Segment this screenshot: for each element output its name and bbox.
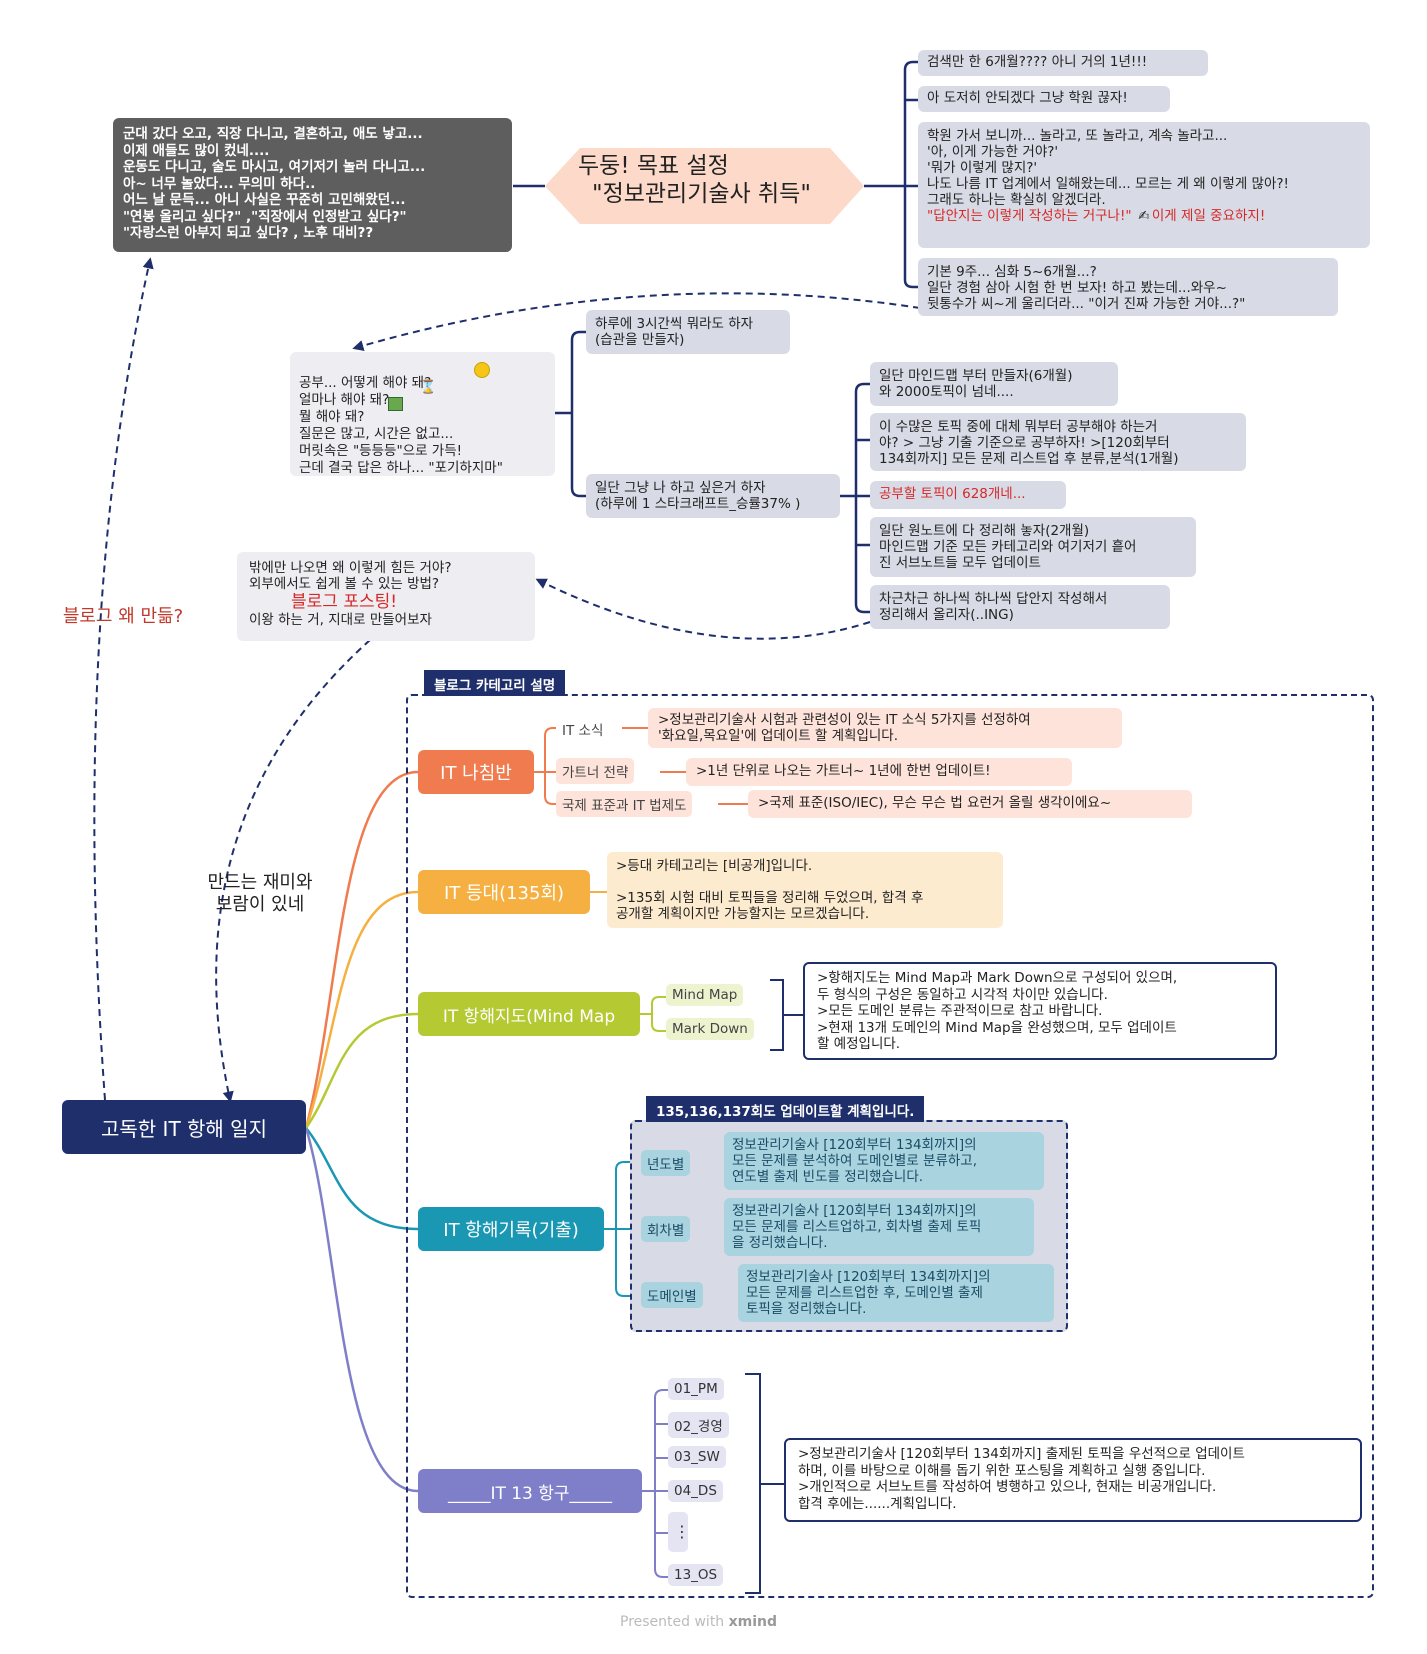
log-item-round[interactable]: 회차별 — [641, 1216, 691, 1242]
footer-prefix: Presented with — [620, 1614, 729, 1630]
search-note-2[interactable]: 아 도저히 안되겠다 그냥 학원 끊자! — [918, 86, 1170, 112]
news-item-standards[interactable]: 국제 표준과 IT 법제도 — [556, 791, 693, 817]
step-answer-sheet[interactable]: 차근차근 하나씩 하나씩 답안지 작성해서 정리해서 올리자(..ING) — [870, 585, 1170, 629]
news-item-gartner[interactable]: 가트너 전략 — [556, 758, 635, 784]
lamp-desc[interactable]: >등대 카테고리는 [비공개]입니다. >135회 시험 대비 토픽들을 정리해… — [607, 852, 1003, 928]
goal-line-1: 두둥! 목표 설정 — [578, 153, 729, 179]
port-item-03[interactable]: 03_SW — [668, 1446, 726, 1468]
blog-reason-text-top: 밖에만 나오면 왜 이렇게 힘든 거야? 외부에서도 쉽게 볼 수 있는 방법? — [249, 560, 452, 592]
why-blog-label: 블로그 왜 만듦? — [62, 606, 184, 627]
port-item-04[interactable]: 04_DS — [668, 1480, 723, 1502]
branch-log[interactable]: IT 항해기록(기출) — [418, 1207, 604, 1251]
port-item-01[interactable]: 01_PM — [668, 1378, 724, 1400]
category-frame — [406, 694, 1374, 1598]
log-desc-year[interactable]: 정보관리기술사 [120회부터 134회까지]의 모든 문제를 분석하여 도메인… — [724, 1132, 1044, 1190]
search-note-3-text: 학원 가서 보니까... 놀라고, 또 놀라고, 계속 놀라고... '아, 이… — [927, 128, 1289, 208]
chart-item-mind-map[interactable]: Mind Map — [666, 984, 744, 1006]
news-desc-gartner[interactable]: >1년 단위로 나오는 가트너~ 1년에 한번 업데이트! — [686, 758, 1072, 786]
fun-label: 만드는 재미와 보람이 있네 — [207, 872, 313, 915]
study-question-text: 공부... 어떻게 해야 돼? 얼마나 해야 돼? 뭘 해야 돼? 질문은 많고… — [299, 375, 503, 476]
port-item-13[interactable]: 13_OS — [668, 1564, 724, 1586]
root-node[interactable]: 고독한 IT 항해 일지 — [62, 1100, 306, 1154]
branch-news[interactable]: IT 나침반 — [418, 750, 534, 794]
log-item-domain[interactable]: 도메인별 — [641, 1282, 703, 1308]
footer: Presented with xmind — [620, 1614, 777, 1630]
study-question-box[interactable]: 공부... 어떻게 해야 돼? 얼마나 해야 돼? 뭘 해야 돼? 질문은 많고… — [290, 352, 555, 476]
blog-reason-box[interactable]: 밖에만 나오면 왜 이렇게 힘든 거야? 외부에서도 쉽게 볼 수 있는 방법?… — [237, 552, 535, 641]
books-icon — [388, 397, 403, 411]
background-story-box[interactable]: 군대 갔다 오고, 직장 다니고, 결혼하고, 애도 낳고... 이제 애들도 … — [113, 118, 512, 252]
goal-title[interactable]: 두둥! 목표 설정 "정보관리기술사 취득" — [578, 152, 848, 218]
port-desc[interactable]: >정보관리기술사 [120회부터 134회까지] 출제된 토픽을 우선적으로 업… — [784, 1438, 1362, 1522]
most-important-text: 이게 제일 중요하지! — [1151, 208, 1266, 224]
log-item-year[interactable]: 년도별 — [641, 1150, 691, 1176]
search-note-1[interactable]: 검색만 한 6개월???? 아니 거의 1년!!! — [918, 50, 1208, 76]
news-desc-it-news[interactable]: >정보관리기술사 시험과 관련성이 있는 IT 소식 5가지를 선정하여 '화요… — [648, 708, 1122, 748]
answer-sheet-quote: "답안지는 이렇게 작성하는 거구나!" — [927, 208, 1132, 224]
step-onenote[interactable]: 일단 원노트에 다 정리해 놓자(2개월) 마인드맵 기준 모든 카테고리와 여… — [870, 517, 1196, 577]
news-desc-standards[interactable]: >국제 표준(ISO/IEC), 무슨 무슨 법 요런거 올릴 생각이에요~ — [748, 790, 1192, 818]
footer-brand: xmind — [728, 1614, 778, 1630]
port-item-ellipsis[interactable]: ⋮ — [668, 1512, 690, 1552]
port-item-02[interactable]: 02_경영 — [668, 1412, 729, 1438]
search-note-3-highlight: "답안지는 이렇게 작성하는 거구나!" ✍이게 제일 중요하지! — [927, 208, 1361, 224]
step-628-topics-text: 공부할 토픽이 628개네... — [879, 486, 1026, 502]
hourglass-icon: ⌛ — [420, 380, 437, 395]
chart-desc[interactable]: >항해지도는 Mind Map과 Mark Down으로 구성되어 있으며, 두… — [803, 962, 1277, 1060]
chart-item-mark-down[interactable]: Mark Down — [666, 1018, 754, 1040]
branch-chart[interactable]: IT 항해지도(Mind Map — [418, 992, 640, 1036]
category-tag: 블로그 카테고리 설명 — [424, 670, 566, 696]
search-note-3[interactable]: 학원 가서 보니까... 놀라고, 또 놀라고, 계속 놀라고... '아, 이… — [918, 122, 1370, 248]
news-item-it-news[interactable]: IT 소식 — [562, 723, 604, 739]
thinking-face-icon — [474, 362, 490, 378]
log-desc-domain[interactable]: 정보관리기술사 [120회부터 134회까지]의 모든 문제를 리스트업한 후,… — [738, 1264, 1054, 1322]
just-do-box[interactable]: 일단 그냥 나 하고 싶은거 하자 (하루에 1 스타크래프트_승률37% ) — [586, 474, 840, 518]
step-628-topics[interactable]: 공부할 토픽이 628개네... — [870, 481, 1066, 509]
branch-port[interactable]: _____IT 13 항구_____ — [418, 1469, 642, 1513]
branch-lamp[interactable]: IT 등대(135회) — [418, 870, 590, 914]
search-note-4[interactable]: 기본 9주... 심화 5~6개월...? 일단 경험 삼아 시험 한 번 보자… — [918, 258, 1338, 316]
blog-posting-highlight: 블로그 포스팅! — [291, 592, 398, 612]
writing-hand-icon: ✍ — [1138, 208, 1150, 224]
goal-line-2: "정보관리기술사 취득" — [592, 181, 811, 207]
log-tag: 135,136,137회도 업데이트할 계획입니다. — [646, 1096, 925, 1122]
log-desc-round[interactable]: 정보관리기술사 [120회부터 134회까지]의 모든 문제를 리스트업하고, … — [724, 1198, 1034, 1256]
step-mindmap[interactable]: 일단 마인드맵 부터 만들자(6개월) 와 2000토픽이 넘네.... — [870, 362, 1118, 406]
habit-box[interactable]: 하루에 3시간씩 뭐라도 하자 (습관을 만들자) — [586, 310, 790, 354]
step-list-up[interactable]: 이 수많은 토픽 중에 대체 뭐부터 공부해야 하는거 야? > 그냥 기출 기… — [870, 413, 1246, 471]
blog-reason-text-bottom: 이왕 하는 거, 지대로 만들어보자 — [249, 612, 432, 628]
